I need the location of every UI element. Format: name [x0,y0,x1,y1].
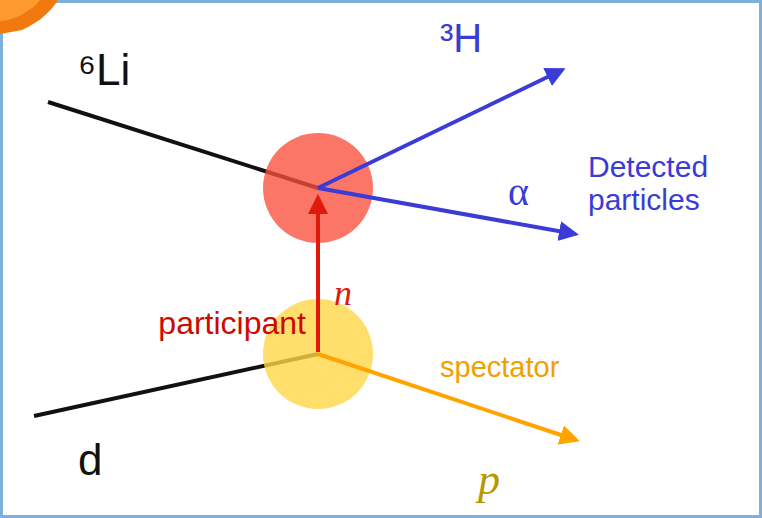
particle-name: ³H [440,16,482,60]
corner-ornament [0,0,58,34]
annotation: spectator [440,352,559,384]
particle-arrow [318,188,575,234]
particle-name: α [508,170,529,214]
annotation: Detected particles [588,150,753,216]
annotation: participant [158,306,306,341]
particle-name: d [78,436,102,484]
neutron-arrow [316,198,320,352]
particle-name: p [478,456,500,504]
particle-name: n [334,274,352,314]
particle-name: ⁶Li [78,46,130,94]
corner-ornament [0,0,40,21]
